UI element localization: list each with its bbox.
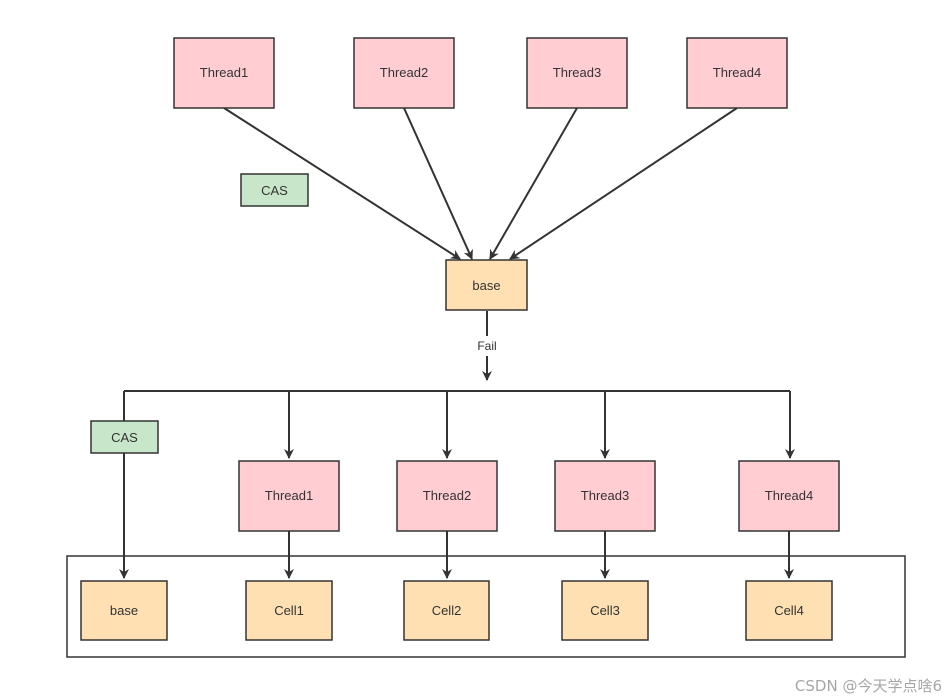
top-thread-1-label: Thread1: [200, 65, 248, 80]
cells-container: [66, 555, 906, 658]
top-thread3-to-base-arrow: [489, 107, 578, 260]
top-cas-label: CAS: [261, 183, 288, 198]
top-thread2-to-base-arrow: [403, 107, 473, 260]
bottom-cas-box: CAS: [90, 420, 159, 454]
cell-1: Cell1: [245, 580, 333, 641]
bottom-thread-4: Thread4: [738, 460, 840, 532]
bottom-thread-3-label: Thread3: [581, 488, 629, 503]
bottom-base-box: base: [80, 580, 168, 641]
top-thread-4-label: Thread4: [713, 65, 761, 80]
cell-2: Cell2: [403, 580, 490, 641]
bottom-thread-4-label: Thread4: [765, 488, 813, 503]
top-thread-2-label: Thread2: [380, 65, 428, 80]
cell-2-label: Cell2: [432, 603, 462, 618]
top-thread-2: Thread2: [353, 37, 455, 109]
cell-3-label: Cell3: [590, 603, 620, 618]
bottom-thread-3: Thread3: [554, 460, 656, 532]
top-base-label: base: [472, 278, 500, 293]
bottom-thread-1-label: Thread1: [265, 488, 313, 503]
top-thread-3-label: Thread3: [553, 65, 601, 80]
top-thread-1: Thread1: [173, 37, 275, 109]
top-thread1-to-base-arrow: [223, 107, 461, 260]
top-thread4-to-base-arrow: [509, 107, 738, 260]
bottom-cas-label: CAS: [111, 430, 138, 445]
cell-4: Cell4: [745, 580, 833, 641]
bottom-base-label: base: [110, 603, 138, 618]
cell-1-label: Cell1: [274, 603, 304, 618]
bottom-thread-2: Thread2: [396, 460, 498, 532]
top-cas-box: CAS: [240, 173, 309, 207]
cell-3: Cell3: [561, 580, 649, 641]
fail-label: Fail: [477, 339, 496, 353]
bottom-thread-1: Thread1: [238, 460, 340, 532]
top-thread-3: Thread3: [526, 37, 628, 109]
bottom-thread-2-label: Thread2: [423, 488, 471, 503]
top-thread-4: Thread4: [686, 37, 788, 109]
top-base-box: base: [445, 259, 528, 311]
watermark: CSDN @今天学点啥6: [795, 677, 942, 695]
cell-4-label: Cell4: [774, 603, 804, 618]
